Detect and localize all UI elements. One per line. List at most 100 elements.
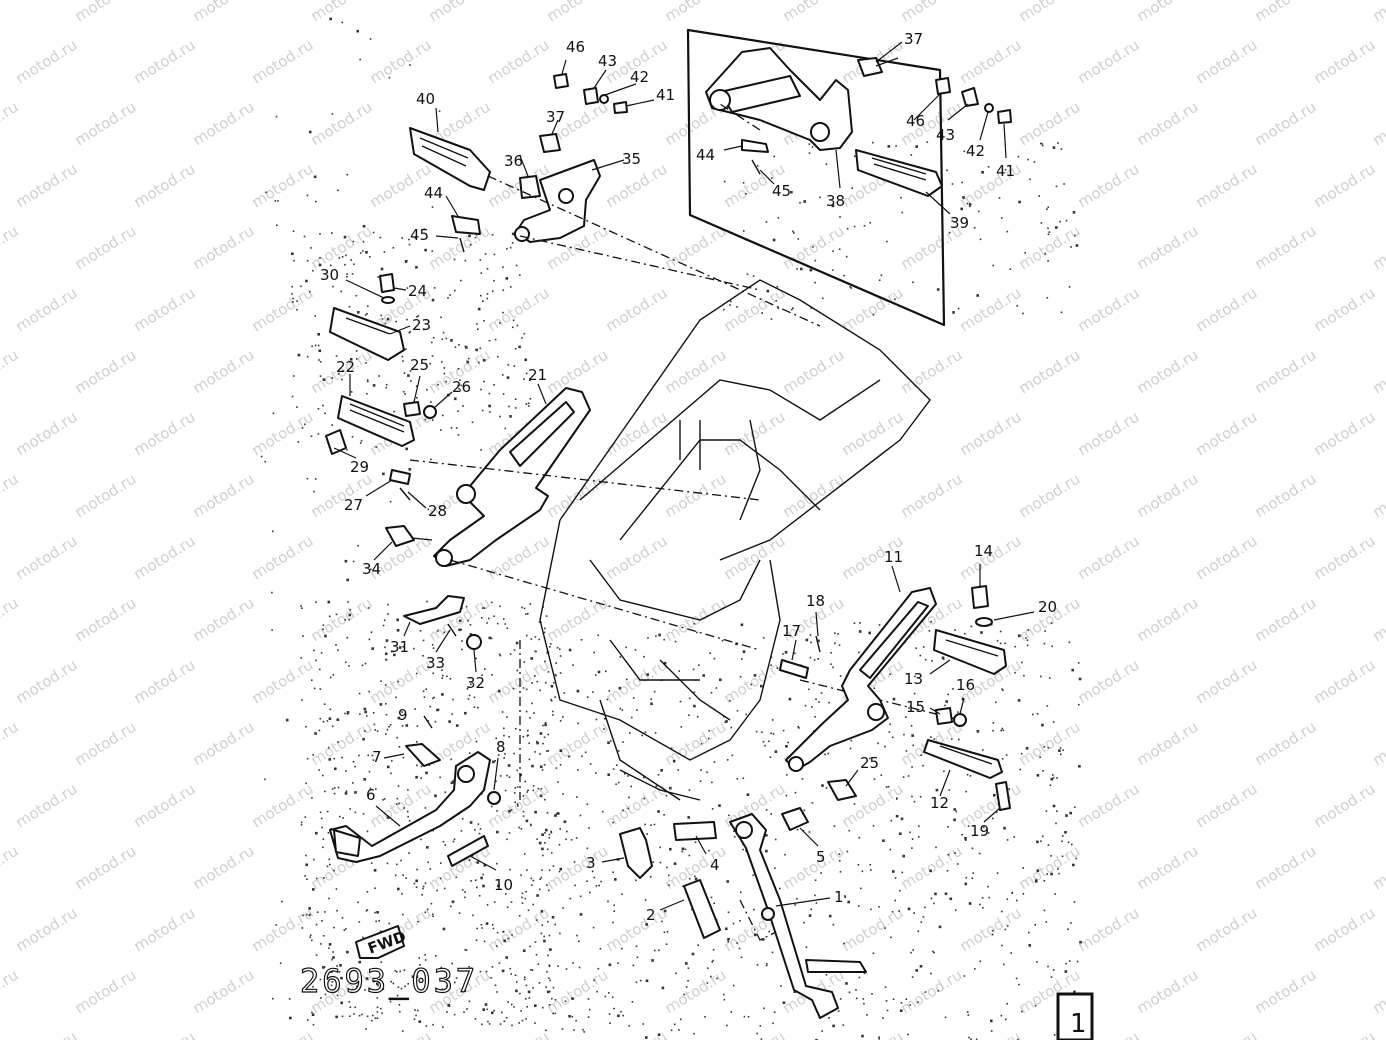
callout-10: 10 — [494, 876, 513, 894]
speckle — [491, 674, 493, 676]
speckle — [884, 986, 887, 988]
speckle — [918, 825, 920, 827]
speckle — [957, 307, 960, 310]
watermark-text: motod.ru — [190, 0, 258, 25]
speckle — [612, 871, 614, 873]
speckle — [694, 841, 697, 843]
watermark-text: motod.ru — [308, 594, 376, 646]
watermark-text: motod.ru — [1134, 98, 1202, 150]
speckle — [1006, 925, 1009, 927]
speckle — [420, 765, 423, 768]
speckle — [586, 803, 589, 806]
speckle — [508, 809, 511, 813]
speckle — [615, 764, 618, 766]
watermark-text: motod.ru — [839, 284, 907, 336]
speckle — [326, 810, 329, 813]
speckle — [505, 277, 509, 280]
speckle — [502, 311, 504, 314]
speckle — [345, 928, 347, 930]
speckle — [954, 909, 957, 911]
speckle — [527, 612, 529, 615]
speckle — [404, 393, 406, 395]
speckle — [862, 998, 865, 1000]
speckle — [769, 756, 772, 758]
speckle — [691, 908, 693, 911]
speckle — [931, 660, 933, 662]
speckle — [1024, 252, 1026, 254]
speckle — [320, 943, 322, 945]
speckle — [1064, 831, 1067, 834]
speckle — [765, 964, 768, 967]
speckle — [503, 939, 506, 943]
speckle — [912, 949, 914, 951]
speckle — [359, 252, 362, 254]
speckle — [339, 815, 341, 818]
speckle — [765, 834, 768, 837]
speckle — [524, 897, 527, 900]
speckle — [569, 897, 572, 900]
speckle — [477, 706, 479, 709]
speckle — [843, 274, 845, 277]
speckle — [388, 922, 390, 925]
speckle — [528, 758, 531, 761]
speckle — [733, 830, 735, 832]
speckle — [753, 908, 755, 911]
speckle — [889, 673, 891, 676]
speckle — [317, 408, 320, 410]
speckle — [1065, 962, 1067, 965]
speckle — [544, 660, 546, 663]
speckle — [479, 828, 482, 830]
speckle — [694, 877, 698, 881]
speckle — [706, 771, 708, 774]
speckle — [772, 733, 775, 735]
speckle — [313, 858, 315, 861]
speckle — [448, 1005, 451, 1007]
speckle — [810, 908, 812, 911]
speckle — [1025, 637, 1027, 639]
speckle — [521, 337, 523, 339]
speckle — [859, 622, 861, 624]
speckle — [1073, 806, 1076, 809]
speckle — [548, 833, 551, 836]
speckle — [334, 989, 337, 992]
speckle — [890, 819, 893, 822]
watermark-text: motod.ru — [485, 656, 553, 708]
speckle — [523, 332, 526, 335]
speckle — [455, 427, 458, 429]
speckle — [341, 917, 344, 919]
speckle — [562, 716, 564, 718]
speckle — [305, 863, 308, 867]
speckle — [388, 725, 390, 728]
speckle — [416, 868, 418, 871]
speckle — [534, 1004, 537, 1007]
speckle — [331, 113, 334, 115]
speckle — [374, 887, 376, 889]
callout-27: 27 — [344, 496, 363, 514]
speckle — [1034, 880, 1038, 883]
speckle — [1019, 768, 1022, 771]
speckle — [924, 991, 927, 993]
speckle — [358, 692, 361, 695]
speckle — [790, 190, 793, 194]
speckle — [952, 688, 954, 690]
speckle — [555, 662, 557, 664]
speckle — [411, 975, 415, 978]
speckle — [457, 434, 460, 436]
speckle — [504, 789, 507, 792]
speckle — [528, 997, 531, 999]
speckle — [964, 632, 966, 635]
watermark-text: motod.ru — [780, 470, 848, 522]
speckle — [539, 794, 543, 798]
speckle — [337, 373, 340, 375]
speckle — [495, 780, 497, 783]
speckle — [1018, 200, 1021, 204]
speckle — [753, 674, 757, 677]
speckle — [873, 778, 876, 780]
speckle — [483, 380, 485, 383]
speckle — [538, 621, 541, 623]
speckle — [483, 607, 486, 609]
speckle — [688, 789, 691, 791]
speckle — [338, 971, 341, 973]
speckle — [732, 984, 735, 987]
speckle — [305, 782, 307, 785]
